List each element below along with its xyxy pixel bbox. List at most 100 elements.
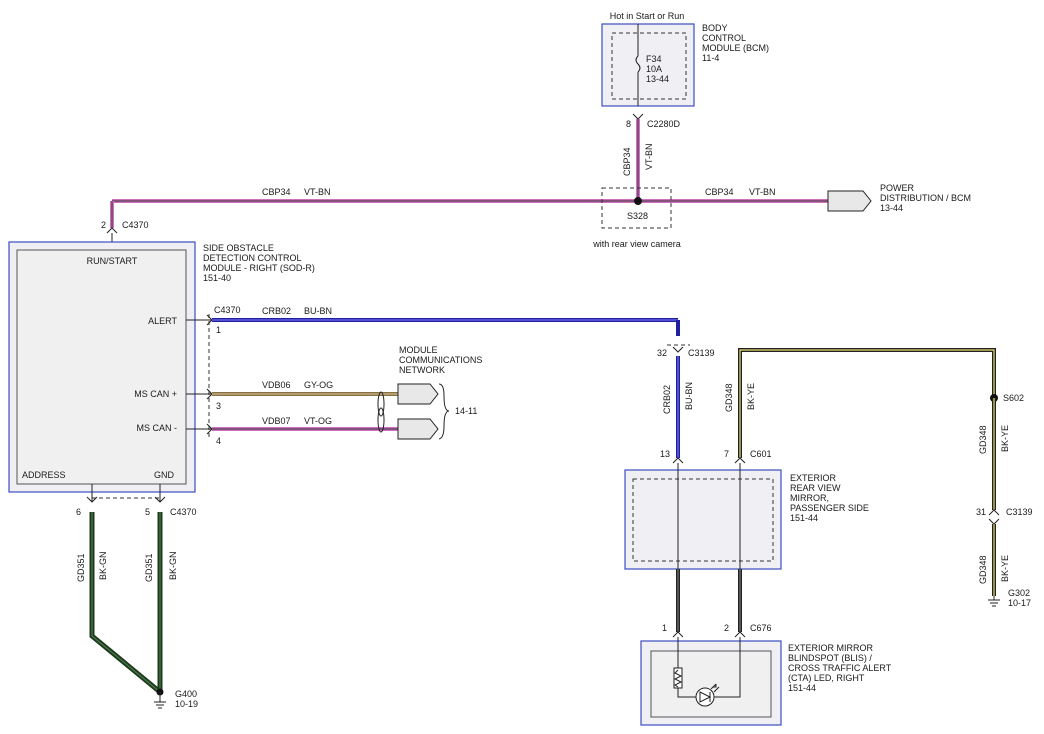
wire-gd351-address: [89, 512, 162, 694]
sodr-top-pin: 2: [101, 220, 106, 230]
wire-cbp34-left-color: VT-BN: [304, 187, 331, 197]
mirror-pin-7-icon: [734, 457, 746, 464]
network-brace-icon: [438, 383, 450, 440]
wire-cbp34-vertical-color: VT-BN: [644, 143, 654, 170]
bcm-dashed-boundary: [611, 32, 687, 100]
wire-gd348-right-upper-circuit: GD348: [978, 425, 988, 454]
sodr-ms-can-minus-label: MS CAN -: [137, 423, 178, 433]
wire-gd348-mirror-stripe: [739, 349, 995, 458]
sodr-ms-can-plus-label: MS CAN +: [134, 389, 177, 399]
wire-cbp34-vertical-circuit: CBP34: [622, 147, 632, 176]
mirror-title: EXTERIOR REAR VIEW MIRROR, PASSENGER SID…: [790, 473, 871, 523]
power-distribution-connector-icon: [827, 190, 872, 212]
mirror-box: [624, 469, 782, 570]
wire-gd351-a-circuit: GD351: [76, 553, 86, 582]
sodr-gnd-pin: 5: [145, 507, 150, 517]
network-connector-can-plus-icon: [397, 383, 439, 405]
blis-title: EXTERIOR MIRROR BLINDSPOT (BLIS) / CROSS…: [788, 643, 894, 693]
c3139-right-pin: 31: [976, 507, 986, 517]
power-distribution-label: POWER DISTRIBUTION / BCM 13-44: [880, 183, 974, 213]
twisted-pair-lower-icon: [377, 407, 385, 433]
blis-connector: C676: [750, 623, 772, 633]
wire-cbp34-right-circuit: CBP34: [705, 187, 734, 197]
splice-s328-icon: [634, 197, 642, 205]
wire-gd351-address-stripe: [91, 512, 161, 693]
ground-g400-icon: [154, 701, 166, 709]
blis-circuit-bottom: [677, 688, 696, 698]
bcm-pin: 8: [626, 119, 631, 129]
blis-led-light-arrows: [710, 683, 720, 693]
sodr-gnd-label: GND: [154, 470, 175, 480]
splice-s328-option-boundary: [601, 187, 672, 229]
blis-pin-right: 2: [724, 623, 729, 633]
sodr-top-connector-icon: [106, 227, 118, 234]
mirror-pin-13-icon: [672, 457, 684, 464]
sodr-can-minus-pin: 4: [216, 436, 221, 446]
blis-module-inner: [650, 650, 772, 718]
ground-g400-ref: 10-19: [175, 699, 198, 709]
blis-pin-1-icon: [672, 631, 684, 638]
sodr-address-label: ADDRESS: [22, 470, 66, 480]
sodr-address-pin: 6: [76, 507, 81, 517]
fuse-f34-icon: [635, 55, 641, 73]
mirror-dashed-boundary: [632, 478, 774, 562]
wire-crb02-horizontal-circuit: CRB02: [262, 306, 291, 316]
bcm-connector: C2280D: [647, 119, 681, 129]
wire-gd348-mirror-color: BK-YE: [746, 383, 756, 410]
sodr-alert-label: ALERT: [148, 316, 177, 326]
c3139-right-connector: C3139: [1006, 507, 1033, 517]
wire-vdb07-circuit: VDB07: [262, 416, 291, 426]
network-connector-can-minus-icon: [397, 418, 439, 440]
network-ref: 14-11: [455, 406, 477, 416]
mirror-connector: C601: [750, 449, 772, 459]
sodr-can-plus-pin: 3: [216, 401, 221, 411]
ground-g302-icon: [988, 599, 1000, 607]
twisted-pair-upper-icon: [377, 391, 385, 417]
sodr-title: SIDE OBSTACLE DETECTION CONTROL MODULE -…: [203, 243, 317, 283]
connector-c3139-right-icon: [988, 509, 1000, 516]
wire-crb02-vertical-color: BU-BN: [684, 382, 694, 410]
splice-s328-id: S328: [627, 211, 648, 221]
wire-gd348-right-lower-color: BK-YE: [1000, 555, 1010, 582]
sodr-alert-pin: 1: [216, 325, 221, 335]
sodr-top-connector: C4370: [122, 220, 149, 230]
ground-g302-ref: 10-17: [1008, 598, 1031, 608]
wire-gd348-mirror: [738, 348, 996, 458]
blis-pin-2-icon: [734, 631, 746, 638]
fuse-label: F34 10A 13-44: [646, 54, 669, 84]
sodr-module-inner: [16, 249, 187, 485]
splice-s328-note: with rear view camera: [592, 239, 681, 249]
wire-gd348-right-lower-circuit: GD348: [978, 555, 988, 584]
bcm-feed-label: Hot in Start or Run: [610, 11, 685, 21]
wire-gd351-b-color: BK-GN: [168, 551, 178, 580]
wire-crb02-vertical-circuit: CRB02: [662, 385, 672, 414]
wire-gd348-right-upper-color: BK-YE: [1000, 425, 1010, 452]
blis-led-diode: [699, 691, 712, 703]
connector-c3139-top-icon: [672, 346, 684, 353]
sodr-bottom-connector: C4370: [170, 507, 197, 517]
wire-cbp34-left-circuit: CBP34: [262, 187, 291, 197]
wire-vdb06-circuit: VDB06: [262, 380, 291, 390]
network-label: MODULE COMMUNICATIONS NETWORK: [399, 345, 485, 375]
connector-c2280d-icon: [632, 113, 644, 120]
wire-vdb07-color: VT-OG: [304, 416, 332, 426]
bcm-box: [601, 23, 695, 107]
bcm-title: BODY CONTROL MODULE (BCM) 11-4: [702, 23, 772, 63]
wire-gd351-b-circuit: GD351: [144, 553, 154, 582]
c3139-top-pin: 32: [657, 348, 667, 358]
c3139-top-connector: C3139: [688, 348, 715, 358]
wire-gd351-a-color: BK-GN: [98, 551, 108, 580]
wire-gd348-mirror-circuit: GD348: [724, 383, 734, 412]
wire-vdb06-color: GY-OG: [304, 380, 333, 390]
sodr-alert-connector: C4370: [214, 305, 241, 315]
blis-pin-left: 1: [662, 623, 667, 633]
ground-g400-id: G400: [175, 689, 197, 699]
blis-resistor-zigzag: [673, 669, 683, 688]
wire-crb02-horizontal-color: BU-BN: [304, 306, 332, 316]
ground-g302-id: G302: [1008, 588, 1030, 598]
mirror-pin-left: 13: [660, 449, 670, 459]
splice-s602-id: S602: [1003, 393, 1024, 403]
blis-circuit-return: [714, 637, 741, 698]
connector-c3139-right-mate-icon: [988, 518, 1000, 525]
